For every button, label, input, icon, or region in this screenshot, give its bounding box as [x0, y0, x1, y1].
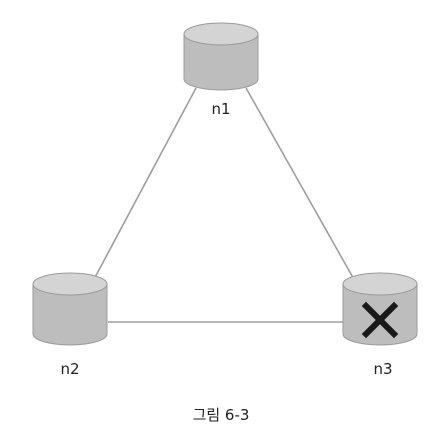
database-icon: [183, 22, 259, 91]
figure-caption: 그림 6-3: [193, 406, 250, 424]
edge-n1-n2: [91, 87, 197, 284]
database-icon: [32, 272, 108, 346]
node-label-n2: n2: [60, 360, 79, 378]
node-label-n1: n1: [211, 100, 230, 118]
edge-n1-n3: [245, 87, 357, 284]
node-n2: n2: [32, 272, 108, 378]
x-mark-icon: [361, 301, 399, 339]
node-label-n3: n3: [373, 360, 392, 378]
node-n3: n3: [342, 272, 418, 378]
database-icon: [342, 272, 418, 346]
node-n1: n1: [183, 22, 259, 118]
